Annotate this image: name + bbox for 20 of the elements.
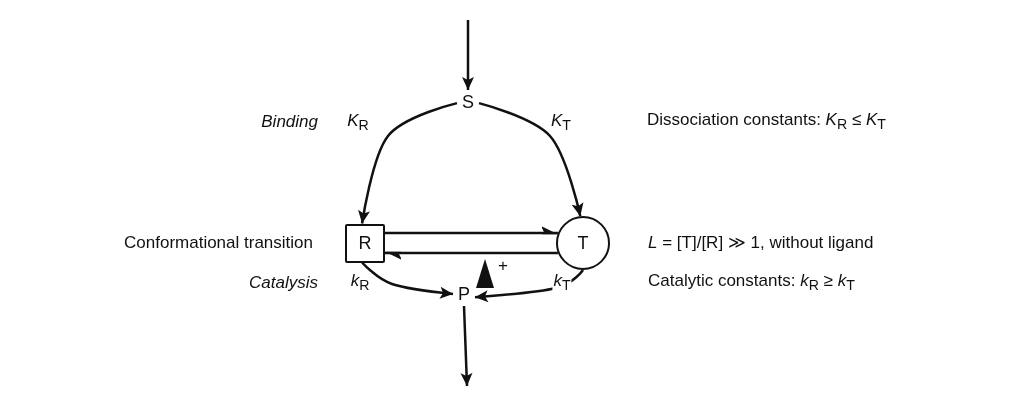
edge-label: k$_{T}$: [552, 272, 572, 294]
arrow: [460, 305, 473, 387]
note-text: L = [T]/[R] ≫ 1, without ligand: [648, 233, 874, 253]
arrow: [474, 269, 584, 303]
arrow: [361, 261, 454, 299]
state-box: R: [345, 223, 385, 263]
arrow: [358, 101, 458, 224]
process-label: Conformational transition: [124, 233, 313, 253]
note-text: Catalytic constants: k$_{R}$ ≥ k$_{T}$: [648, 272, 855, 294]
state-circle: T: [556, 216, 610, 270]
process-label: Catalysis: [249, 273, 318, 293]
note-text: Dissociation constants: K$_{R}$ ≤ K$_{T}$: [647, 111, 886, 133]
state-label: S: [457, 90, 479, 114]
equilibrium-arrow: [385, 251, 558, 260]
equilibrium-arrow: [385, 225, 558, 235]
arrow: [478, 101, 584, 217]
sign-label: +: [498, 256, 508, 276]
state-label: P: [453, 282, 475, 306]
process-label: Binding: [261, 112, 318, 132]
arrow: [462, 20, 474, 90]
